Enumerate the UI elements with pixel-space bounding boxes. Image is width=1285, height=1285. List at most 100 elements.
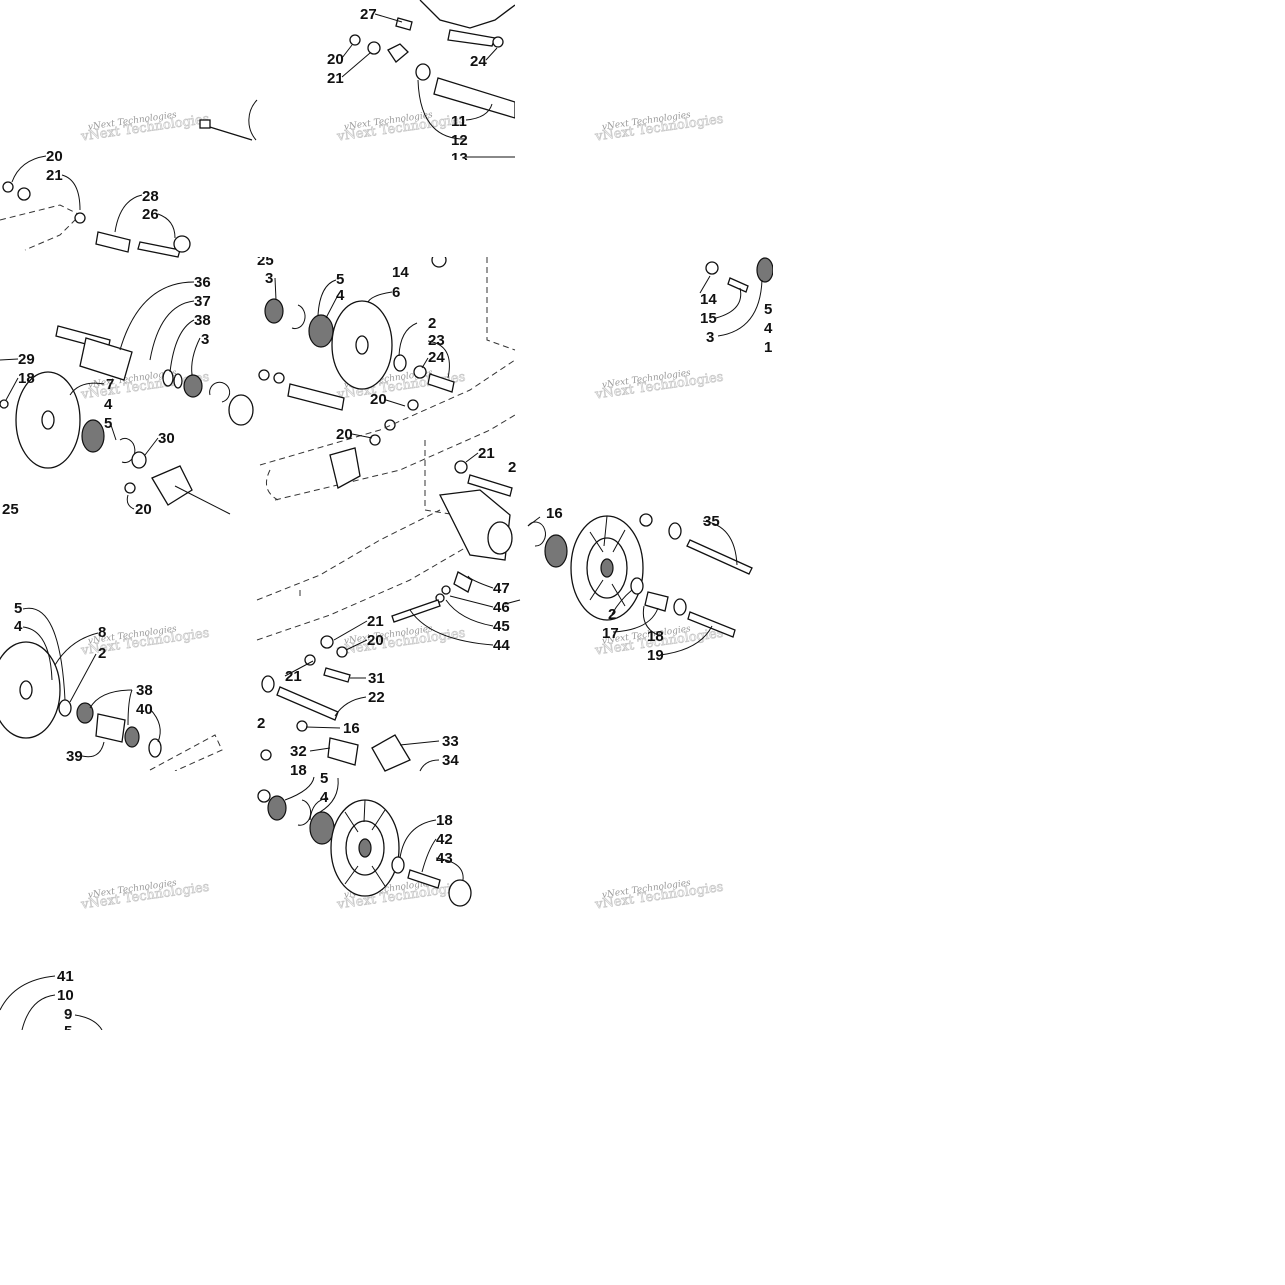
callout-19: 19: [647, 647, 664, 664]
callout-28: 28: [142, 188, 159, 205]
callout-27: 27: [360, 6, 377, 23]
callout-38: 38: [194, 312, 211, 329]
callout-10: 10: [57, 987, 74, 1004]
washer-24: [492, 36, 504, 48]
bolt-22: [276, 686, 339, 721]
callout-31: 31: [368, 670, 385, 687]
callout-30: 30: [158, 430, 175, 447]
callout-4: 4: [14, 618, 23, 635]
callout-2: 2: [428, 315, 436, 332]
callout-46: 46: [493, 599, 510, 616]
callout-13: 13: [451, 150, 468, 167]
callout-3: 3: [201, 331, 209, 348]
callout-36: 36: [194, 274, 211, 291]
callout-35: 35: [703, 513, 720, 530]
callout-25: 25: [257, 252, 274, 269]
left-rail-front: [0, 181, 191, 258]
main-rail-assembly: [258, 252, 516, 515]
callout-20: 20: [46, 148, 63, 165]
callout-37: 37: [194, 293, 211, 310]
shaft-11: [433, 77, 516, 119]
bolt-27: [395, 17, 413, 31]
upper-shaft-assembly: [199, 0, 516, 141]
callout-2: 2: [98, 645, 106, 662]
callout-4: 4: [320, 789, 329, 806]
callout-5: 5: [14, 600, 22, 617]
callout-4: 4: [336, 287, 345, 304]
front-idler-assembly: [0, 325, 254, 515]
nut-20: [349, 34, 361, 46]
bolt-19: [687, 611, 736, 638]
right-top-assembly: [705, 257, 773, 293]
callout-43: 43: [436, 850, 453, 867]
washer-30: [131, 451, 147, 469]
callout-47: 47: [493, 580, 510, 597]
callout-20: 20: [336, 426, 353, 443]
bracket: [151, 465, 193, 506]
sleeve-47: [453, 571, 473, 593]
callout-22: 22: [368, 689, 385, 706]
callout-45: 45: [493, 618, 510, 635]
callout-6: 6: [392, 284, 400, 301]
callout-18: 18: [436, 812, 453, 829]
bushing: [79, 337, 133, 381]
sleeve-32: [327, 737, 359, 766]
callout-20: 20: [135, 501, 152, 518]
bolt-42: [407, 869, 441, 889]
callout-4: 4: [104, 396, 113, 413]
washer-12: [415, 63, 431, 81]
axle: [287, 383, 345, 411]
callout-5: 5: [104, 415, 112, 432]
callout-5: 5: [320, 770, 328, 787]
bolt-44: [391, 599, 441, 623]
callout-42: 42: [436, 831, 453, 848]
callout-18: 18: [290, 762, 307, 779]
callout-8: 8: [98, 624, 106, 641]
spacer-23: [427, 373, 455, 393]
rear-wheel-center: [257, 789, 472, 907]
callout-24: 24: [470, 53, 487, 70]
callout-20: 20: [327, 51, 344, 68]
callout-40: 40: [136, 701, 153, 718]
callout-26: 26: [142, 206, 159, 223]
callout-17: 17: [602, 625, 619, 642]
bolt-31: [323, 667, 351, 683]
bolt-35: [686, 539, 753, 575]
callout-20: 20: [367, 632, 384, 649]
rear-wheel-right: [527, 513, 753, 638]
callout-20: 20: [370, 391, 387, 408]
callout-2: 2: [257, 715, 265, 732]
callout-12: 12: [451, 132, 468, 149]
leader-lines: [0, 13, 763, 881]
callout-3: 3: [706, 329, 714, 346]
callout-21: 21: [285, 668, 302, 685]
callout-14: 14: [700, 291, 717, 308]
callout-21: 21: [367, 613, 384, 630]
callout-23: 23: [428, 332, 445, 349]
callout-2: 2: [508, 459, 516, 476]
callout-41: 41: [57, 968, 74, 985]
bearing-3b: [264, 298, 284, 324]
bolt-head: [199, 119, 211, 129]
callout-24: 24: [428, 349, 445, 366]
bearing-4: [81, 419, 105, 453]
bottom-fragment: [0, 975, 103, 1030]
callout-21: 21: [46, 167, 63, 184]
link-26: [137, 241, 181, 258]
callout-11: 11: [451, 113, 467, 130]
washer-40: [148, 738, 162, 758]
callout-32: 32: [290, 743, 307, 760]
rail-bracket: [329, 447, 361, 489]
callout-2: 2: [608, 606, 616, 623]
washer-21: [367, 41, 381, 55]
callout-38: 38: [136, 682, 153, 699]
callout-44: 44: [493, 637, 510, 654]
plate-33: [371, 734, 411, 772]
callout-21: 21: [327, 70, 344, 87]
bearing-3: [183, 374, 203, 398]
callout-9: 9: [64, 1006, 72, 1023]
callout-16: 16: [343, 720, 360, 737]
bolt-21: [467, 474, 513, 497]
